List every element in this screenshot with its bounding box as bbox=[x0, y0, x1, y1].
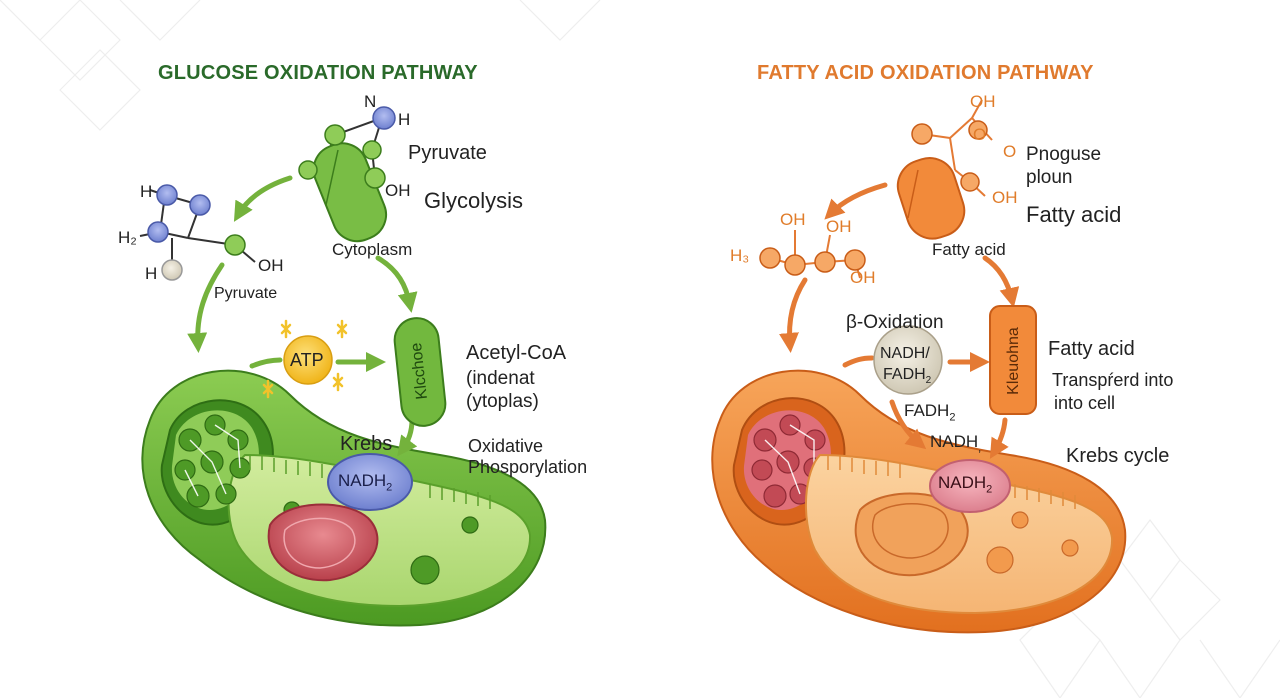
atp-label: ATP bbox=[290, 350, 324, 370]
label-fadh2: FADH2 bbox=[904, 401, 956, 424]
label-transpr: Transpŕerd into bbox=[1052, 370, 1174, 390]
atp-molecule bbox=[262, 319, 348, 399]
pyruvate-molecule bbox=[139, 184, 256, 281]
atom-h2: H₂ bbox=[118, 228, 137, 247]
label-ploun: ploun bbox=[1026, 167, 1073, 188]
orange-cycle-arrows bbox=[779, 182, 1020, 459]
atom-h3: H bbox=[145, 264, 158, 283]
label-fatty-acid-top: Fatty acid bbox=[1026, 202, 1122, 227]
fatty-acid-chain bbox=[759, 230, 866, 279]
label-indenat: (indenat bbox=[466, 368, 535, 389]
green-pill bbox=[393, 317, 447, 427]
right-title: FATTY ACID OXIDATION PATHWAY bbox=[757, 62, 1094, 84]
label-phosporylation: Phosporylation bbox=[468, 457, 588, 477]
blue-nadh2-label: NADH2 bbox=[338, 471, 393, 494]
label-pyruvate-top: Pyruvate bbox=[408, 142, 487, 164]
atom-o-right: O bbox=[1003, 142, 1017, 161]
orange-mitochondrion bbox=[711, 369, 1127, 634]
label-pyruvate-left: Pyruvate bbox=[214, 285, 278, 302]
label-oxidative: Oxidative bbox=[468, 436, 544, 456]
label-pnoguse: Pnoguse bbox=[1026, 144, 1102, 165]
green-cycle-arrows bbox=[187, 175, 418, 457]
label-krebs-cycle: Krebs cycle bbox=[1066, 445, 1170, 467]
label-beta-oxidation: β-Oxidation bbox=[846, 312, 944, 333]
atom-oh2: OH bbox=[826, 217, 852, 236]
atom-oh1: OH bbox=[780, 210, 806, 229]
atom-h-top: H bbox=[398, 110, 411, 129]
atom-oh-mid: OH bbox=[992, 188, 1018, 207]
label-fatty-acid-mid: Fatty acid bbox=[932, 240, 1006, 259]
label-into-cell: into cell bbox=[1054, 393, 1116, 413]
label-glycolysis: Glycolysis bbox=[424, 188, 524, 213]
nadh-fadh2-circle bbox=[873, 325, 943, 395]
blue-nadh2 bbox=[327, 453, 413, 511]
atom-oh3: OH bbox=[850, 268, 876, 287]
pink-nadh2-label: NADH2 bbox=[938, 473, 993, 496]
fatty-acid-top-molecule bbox=[896, 99, 993, 240]
atom-oh-top: OH bbox=[385, 181, 411, 200]
atom-h1: H bbox=[140, 182, 153, 201]
glycolysis-molecule bbox=[298, 106, 396, 243]
atom-h-left: H₃ bbox=[730, 246, 750, 265]
atom-n: N bbox=[364, 92, 377, 111]
label-acetyl-coa: Acetyl-CoA bbox=[466, 342, 567, 364]
atom-oh-left: OH bbox=[258, 256, 284, 275]
orange-pill bbox=[989, 305, 1037, 415]
circle-label-line2: FADH2 bbox=[883, 366, 932, 387]
label-nadh-small: NADH, bbox=[930, 432, 982, 455]
circle-label-line1: NADH/ bbox=[880, 345, 930, 362]
label-krebs: Krebs bbox=[340, 433, 393, 455]
label-fatty-acid-right: Fatty acid bbox=[1048, 338, 1135, 360]
atom-oh-top-right: OH bbox=[970, 92, 996, 111]
pink-nadh2 bbox=[929, 459, 1011, 513]
green-mitochondrion bbox=[141, 369, 547, 627]
left-title: GLUCOSE OXIDATION PATHWAY bbox=[158, 62, 478, 84]
label-cytoplasm: Cytoplasm bbox=[332, 240, 413, 259]
label-ytoplas: (ytoplas) bbox=[466, 391, 539, 412]
orange-pill-label: Kleuohna bbox=[1005, 327, 1022, 395]
atom-o-mid: O bbox=[973, 125, 987, 144]
